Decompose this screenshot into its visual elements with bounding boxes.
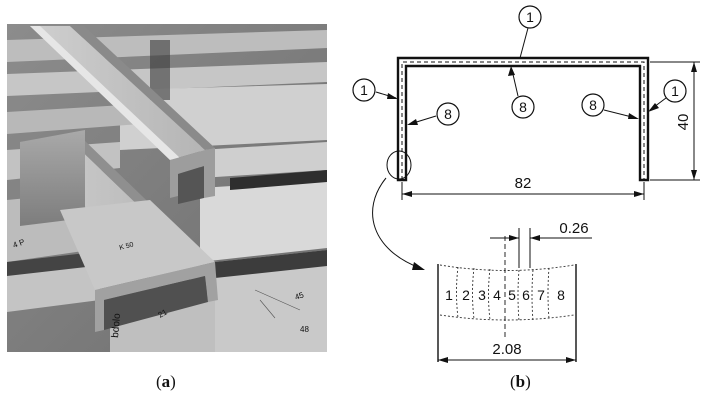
caption-close-paren: ) [525,372,531,391]
layer-boundary [547,267,550,320]
rack-shadow [215,250,327,278]
rack-shadow [150,40,170,100]
profile-midline [401,61,645,180]
c-channel-side [20,130,85,226]
arrowhead [566,357,576,363]
pencil-marking: 45 [294,290,306,302]
dim-height-value: 40 [675,114,692,131]
arrowhead [412,262,425,270]
arrowhead [691,170,697,180]
layer-boundary [456,266,459,319]
callout-top-inner-label: 8 [519,99,527,115]
dim-thickness-value: 2.08 [492,341,521,358]
callout-circle [511,95,535,119]
arrowhead [402,191,412,197]
c-channel-flange [70,26,215,150]
callout-circle [518,5,542,29]
arrowhead [438,357,448,363]
arrowhead [509,235,519,241]
leader-line [519,27,529,59]
pencil-line [254,289,301,311]
rack-bar [7,104,140,134]
layer-boundary [488,268,491,321]
callout-circle [352,78,376,102]
caption-letter: a [161,372,171,391]
arrowhead [508,66,515,76]
arrowhead [628,113,639,119]
callout-left-outer-label: 1 [360,82,368,98]
arrowhead [634,191,644,197]
callout-top-label: 1 [526,9,534,25]
arrowhead [407,119,418,125]
layer-boundary [517,269,520,322]
layer-number: 2 [462,287,470,303]
callout-right-inner-label: 8 [589,97,597,113]
layer-boundary [531,269,534,322]
c-channel-end-shadow [178,166,204,204]
arrowhead [691,62,697,72]
callout-circle [663,79,687,103]
profile-outline [396,56,650,182]
callout-circle [581,93,605,117]
detail-marker-ellipse [386,150,412,180]
layer-number: 5 [508,287,516,303]
layer-number: 8 [557,287,565,303]
rack-shadow [7,252,95,276]
detail-bottom-surface [439,314,575,321]
pencil-marking: 4 P [12,237,26,250]
dim-gap-value: 0.26 [559,220,588,237]
pencil-marking: 48 [300,325,309,334]
caption-open-paren: ( [510,372,516,391]
detail-top-surface [439,264,575,271]
layer-number: 3 [478,287,486,303]
pencil-marking: K 50 [119,241,135,252]
c-channel-end-shadow [104,276,208,330]
c-channel-end [95,262,218,332]
layer-number: 1 [445,287,453,303]
detail-curved-arrow [372,177,421,269]
panel-b-caption: (b) [510,372,531,392]
caption-letter: b [515,372,526,391]
arrowhead [387,93,398,99]
callout-left-inner-label: 8 [444,106,452,122]
c-channel-end [170,148,215,198]
rack-bar [200,142,327,178]
arrowhead [648,103,659,112]
rack-bar [7,262,100,312]
panel-a-caption: (a) [156,372,176,392]
rack-bar [215,250,327,352]
dim-width-value: 82 [515,175,532,192]
pencil-marking: bdolo [110,312,123,338]
layer-number: 4 [493,287,501,303]
c-channel-flange [30,26,180,160]
c-channel-web [60,200,215,290]
callout-circle [436,102,460,126]
layer-number: 7 [537,287,545,303]
rack-bar [200,180,327,262]
layer-boundary [472,267,475,320]
caption-close-paren: ) [170,372,176,391]
caption-open-paren: ( [156,372,162,391]
pencil-line [259,299,276,319]
rack-shadow [230,170,327,190]
layer-number: 6 [522,287,530,303]
arrowhead [530,235,540,241]
callout-right-outer-label: 1 [671,83,679,99]
